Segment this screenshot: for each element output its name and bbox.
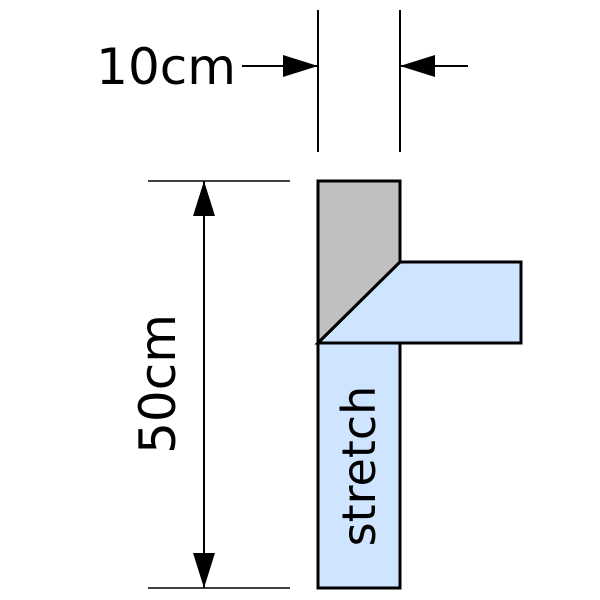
stretch-column-section bbox=[316, 341, 402, 590]
width-dimension: 10cm bbox=[96, 10, 468, 152]
width-label: 10cm bbox=[96, 38, 236, 96]
height-label: 50cm bbox=[129, 314, 187, 454]
height-arrowhead-bottom bbox=[193, 553, 215, 588]
blue-arm-section bbox=[314, 260, 523, 345]
height-dimension: 50cm bbox=[129, 180, 290, 589]
width-arrowhead-left bbox=[283, 55, 318, 77]
height-arrowhead-top bbox=[193, 181, 215, 216]
stretch-label: stretch bbox=[332, 386, 386, 547]
width-arrowhead-right bbox=[400, 55, 435, 77]
